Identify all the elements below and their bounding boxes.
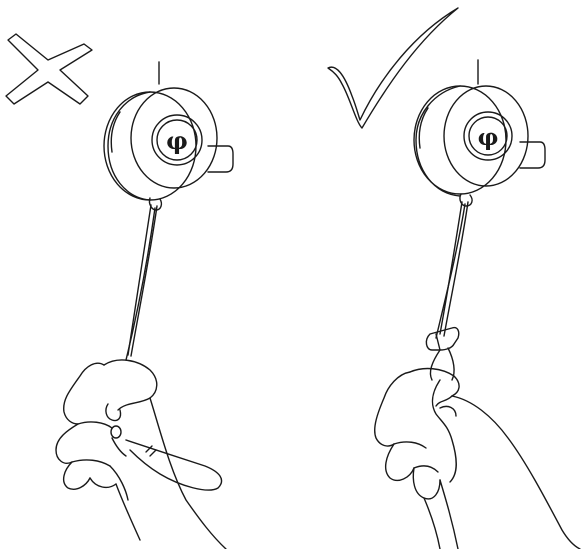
strap-cords (125, 204, 158, 361)
strap-loop (429, 347, 455, 381)
strap-cords (435, 201, 469, 339)
svg-text:φ: φ (166, 126, 188, 155)
check-mark-icon (327, 7, 459, 129)
correct-panel: φ (327, 7, 581, 549)
cross-mark-icon (5, 33, 93, 105)
incorrect-panel: φ (5, 33, 234, 549)
wrist-strap-loop (125, 439, 223, 491)
hand-incorrect (55, 359, 227, 549)
cord-stopper (425, 326, 460, 351)
hand-correct (374, 367, 581, 549)
reel-device-icon (103, 87, 234, 211)
svg-text:φ: φ (478, 124, 499, 151)
brand-logo-icon: φ (151, 114, 203, 166)
brand-logo-icon: φ (463, 111, 513, 161)
